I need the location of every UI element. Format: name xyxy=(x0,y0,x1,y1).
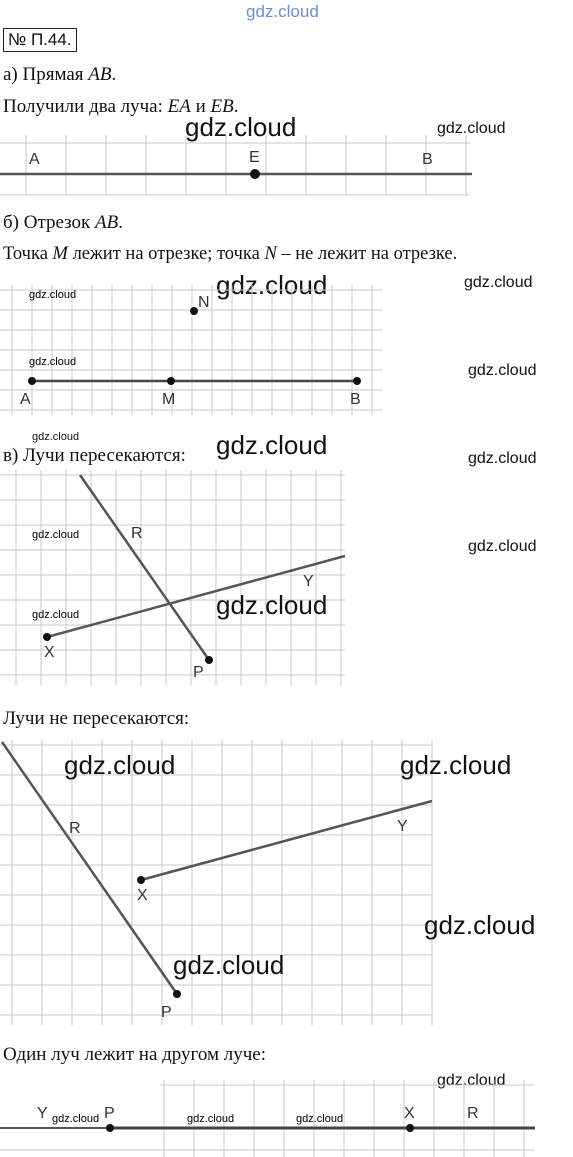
point-x xyxy=(406,1124,414,1132)
watermark: gdz.cloud xyxy=(32,529,79,541)
watermark: gdz.cloud xyxy=(464,274,533,291)
label-r: R xyxy=(467,1105,479,1122)
label-p: P xyxy=(104,1105,115,1122)
part-a-title: а) Прямая AB. xyxy=(3,64,117,85)
watermark: gdz.cloud xyxy=(32,609,79,621)
part-d-title: Лучи не пересекаются: xyxy=(3,708,190,729)
watermark: gdz.cloud xyxy=(468,450,537,467)
watermark: gdz.cloud xyxy=(29,356,76,368)
ray-pr xyxy=(78,474,211,661)
watermark: gdz.cloud xyxy=(29,289,76,301)
label-y: Y xyxy=(303,573,314,590)
label-x: X xyxy=(404,1105,415,1122)
label-x: X xyxy=(137,887,148,904)
watermark: gdz.cloud xyxy=(32,431,80,443)
watermark-top: gdz.cloud xyxy=(246,2,319,21)
figure-ray-on-ray: Y P X R gdz.cloud gdz.cloud gdz.cloud xyxy=(0,1080,535,1157)
part-b-text: Точка M лежит на отрезке; точка N – не л… xyxy=(3,244,458,264)
label-r: R xyxy=(131,525,143,542)
figure-segment-ab: N A M B gdz.cloud gdz.cloud xyxy=(0,285,383,415)
point-p xyxy=(173,990,181,998)
point-p xyxy=(205,656,213,664)
part-a-text: Получили два луча: EA и EB. xyxy=(3,96,239,117)
part-e-title: Один луч лежит на другом луче: xyxy=(3,1044,267,1065)
watermark: gdz.cloud xyxy=(468,362,537,379)
watermark: gdz.cloud xyxy=(296,1113,343,1125)
point-p xyxy=(106,1124,114,1132)
point-m xyxy=(167,377,175,385)
ray-xy xyxy=(140,799,433,882)
label-a: A xyxy=(20,391,31,408)
watermark: gdz.cloud xyxy=(52,1113,99,1125)
problem-number: № П.44. xyxy=(3,28,77,52)
point-n xyxy=(190,307,198,315)
watermark: gdz.cloud xyxy=(216,590,328,620)
watermark: gdz.cloud xyxy=(173,950,285,980)
label-y: Y xyxy=(37,1105,48,1122)
label-y: Y xyxy=(397,818,408,835)
point-b xyxy=(353,377,361,385)
figure-rays-intersect: R Y X P gdz.cloud gdz.cloud xyxy=(0,470,346,685)
watermark: gdz.cloud xyxy=(468,538,537,555)
watermark: gdz.cloud xyxy=(437,120,506,137)
label-b: B xyxy=(350,391,361,408)
figure-rays-not-intersect: R Y X P xyxy=(0,740,433,1025)
label-b: B xyxy=(422,151,433,168)
label-p: P xyxy=(193,664,204,681)
ray-xy xyxy=(46,554,346,639)
figure-line-ab: A E B xyxy=(0,135,472,196)
label-r: R xyxy=(69,820,81,837)
label-p: P xyxy=(161,1004,172,1021)
label-n: N xyxy=(198,294,210,311)
point-e xyxy=(250,169,260,179)
point-a xyxy=(28,377,36,385)
point-x xyxy=(137,876,145,884)
watermark: gdz.cloud xyxy=(185,112,297,142)
label-m: M xyxy=(162,391,175,408)
part-c-title: в) Лучи пересекаются: xyxy=(3,445,186,466)
point-x xyxy=(43,633,51,641)
label-x: X xyxy=(44,644,55,661)
watermark: gdz.cloud xyxy=(187,1113,234,1125)
label-a: A xyxy=(29,151,40,168)
part-b-title: б) Отрезок AB. xyxy=(3,212,124,233)
watermark: gdz.cloud xyxy=(424,910,536,940)
watermark: gdz.cloud xyxy=(64,750,176,780)
watermark: gdz.cloud xyxy=(216,430,328,460)
ray-pr xyxy=(0,741,179,995)
label-e: E xyxy=(249,149,260,166)
watermark: gdz.cloud xyxy=(400,750,512,780)
